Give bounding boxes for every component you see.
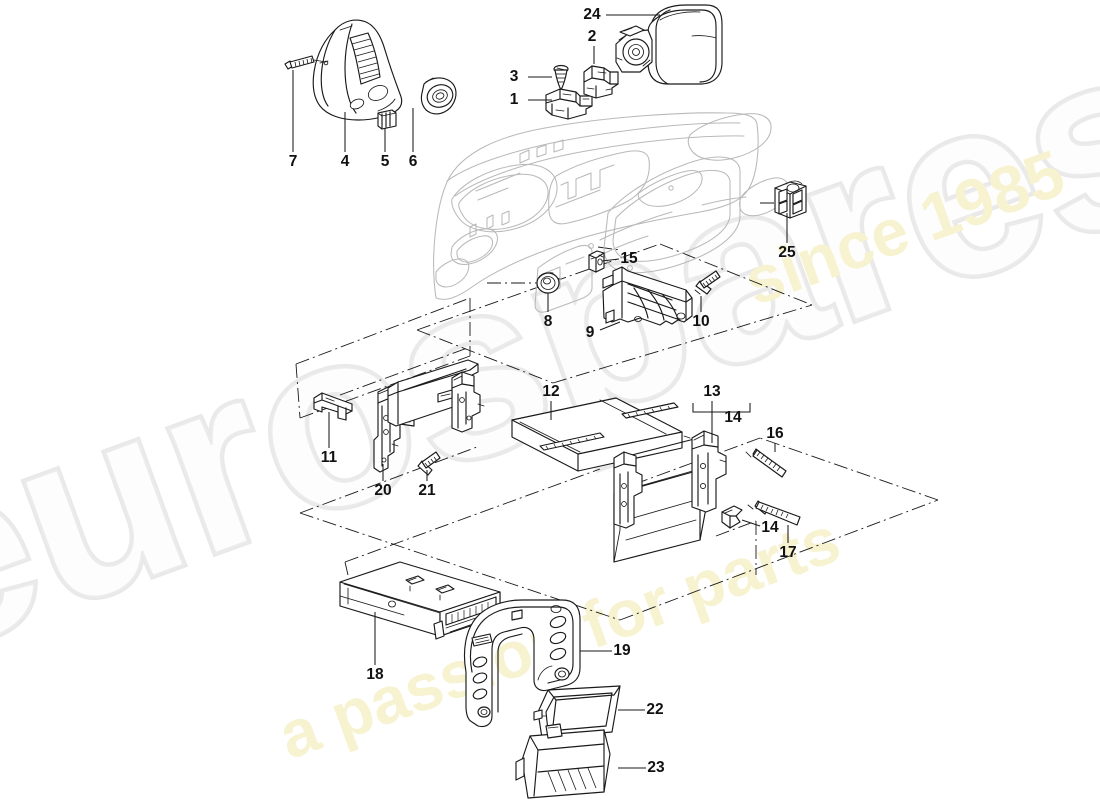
callout-6: 6 xyxy=(409,108,418,170)
callout-19: 19 xyxy=(580,642,631,659)
callout-number: 9 xyxy=(586,324,595,341)
part-15-clip xyxy=(588,250,605,273)
callout-number: 5 xyxy=(381,153,390,170)
callout-20: 20 xyxy=(374,464,392,499)
callout-4: 4 xyxy=(341,112,350,170)
part-4-steering-column-cover xyxy=(312,19,403,121)
callout-number: 7 xyxy=(289,153,298,170)
part-13-glovebox-cage xyxy=(613,430,727,563)
part-7-screw xyxy=(284,55,327,70)
part-6-ignition-ring xyxy=(420,77,457,115)
callout-number: 24 xyxy=(583,6,601,23)
callout-number: 13 xyxy=(703,383,721,400)
part-19-console-trim xyxy=(463,599,581,728)
part-17-screw xyxy=(747,500,801,526)
glovebox-upper-frame xyxy=(387,359,485,433)
callout-number: 2 xyxy=(588,28,597,45)
part-8-grommet xyxy=(536,272,560,294)
part-14-clip xyxy=(721,505,743,529)
callout-3: 3 xyxy=(510,68,552,85)
callout-number: 12 xyxy=(542,383,559,400)
callout-7: 7 xyxy=(289,70,298,170)
callout-5: 5 xyxy=(381,128,390,170)
callout-14: 14 xyxy=(741,519,779,536)
callout-13: 13 xyxy=(703,383,721,443)
callout-number: 14 xyxy=(724,409,742,426)
callout-number: 10 xyxy=(692,313,709,330)
part-5-clip xyxy=(377,109,397,130)
callout-number: 6 xyxy=(409,153,418,170)
callout-number: 8 xyxy=(544,313,553,330)
callout-18: 18 xyxy=(366,612,384,683)
callout-25: 25 xyxy=(778,213,796,261)
construction-lines xyxy=(295,202,939,621)
callout-2: 2 xyxy=(588,28,597,64)
callout-1: 1 xyxy=(510,91,552,108)
dashboard-panel xyxy=(433,112,789,313)
callout-22: 22 xyxy=(618,701,664,718)
part-10-screw xyxy=(694,270,721,295)
part-3-screw xyxy=(553,64,569,91)
part-9-column-bracket xyxy=(602,266,693,326)
callout-number: 14 xyxy=(761,519,779,536)
callout-leader-line xyxy=(599,321,621,331)
callout-number: 15 xyxy=(620,250,638,267)
callout-number: 3 xyxy=(510,68,519,85)
callout-leader-line xyxy=(741,519,761,527)
callout-21: 21 xyxy=(418,470,436,499)
part-11-guide-rail xyxy=(313,392,353,421)
callout-24: 24 xyxy=(583,6,660,23)
part-16-screw xyxy=(745,448,787,478)
callout-number: 4 xyxy=(341,153,350,170)
callout-number: 20 xyxy=(374,482,391,499)
part-25-switch-module xyxy=(774,180,807,219)
callout-15: 15 xyxy=(601,250,638,267)
part-21-screw xyxy=(417,451,441,476)
callout-16: 16 xyxy=(766,425,784,452)
callout-9: 9 xyxy=(586,321,621,341)
callout-number: 22 xyxy=(646,701,663,718)
callout-number: 25 xyxy=(778,244,796,261)
callout-23: 23 xyxy=(618,759,665,776)
part-1-sensor-bracket xyxy=(545,88,593,120)
callout-17: 17 xyxy=(779,525,797,561)
callout-8: 8 xyxy=(544,293,553,330)
part-23-storage-insert xyxy=(515,723,611,799)
callout-leader-line xyxy=(601,258,620,262)
callout-14: 14 xyxy=(724,409,742,426)
callout-12: 12 xyxy=(542,383,560,420)
callout-number: 21 xyxy=(418,482,436,499)
callout-number: 17 xyxy=(779,544,796,561)
callout-number: 23 xyxy=(647,759,665,776)
part-2-sensor xyxy=(583,65,619,99)
callout-11: 11 xyxy=(321,412,338,466)
callout-number: 1 xyxy=(510,91,519,108)
callout-bracket-13-14 xyxy=(692,403,751,413)
callout-10: 10 xyxy=(692,296,710,330)
callout-number: 11 xyxy=(321,449,338,466)
callout-number: 16 xyxy=(766,425,784,442)
part-18-radio-unit xyxy=(339,561,501,640)
callout-number: 19 xyxy=(613,642,631,659)
callout-number: 18 xyxy=(366,666,384,683)
part-24-passenger-airbag xyxy=(615,4,723,85)
